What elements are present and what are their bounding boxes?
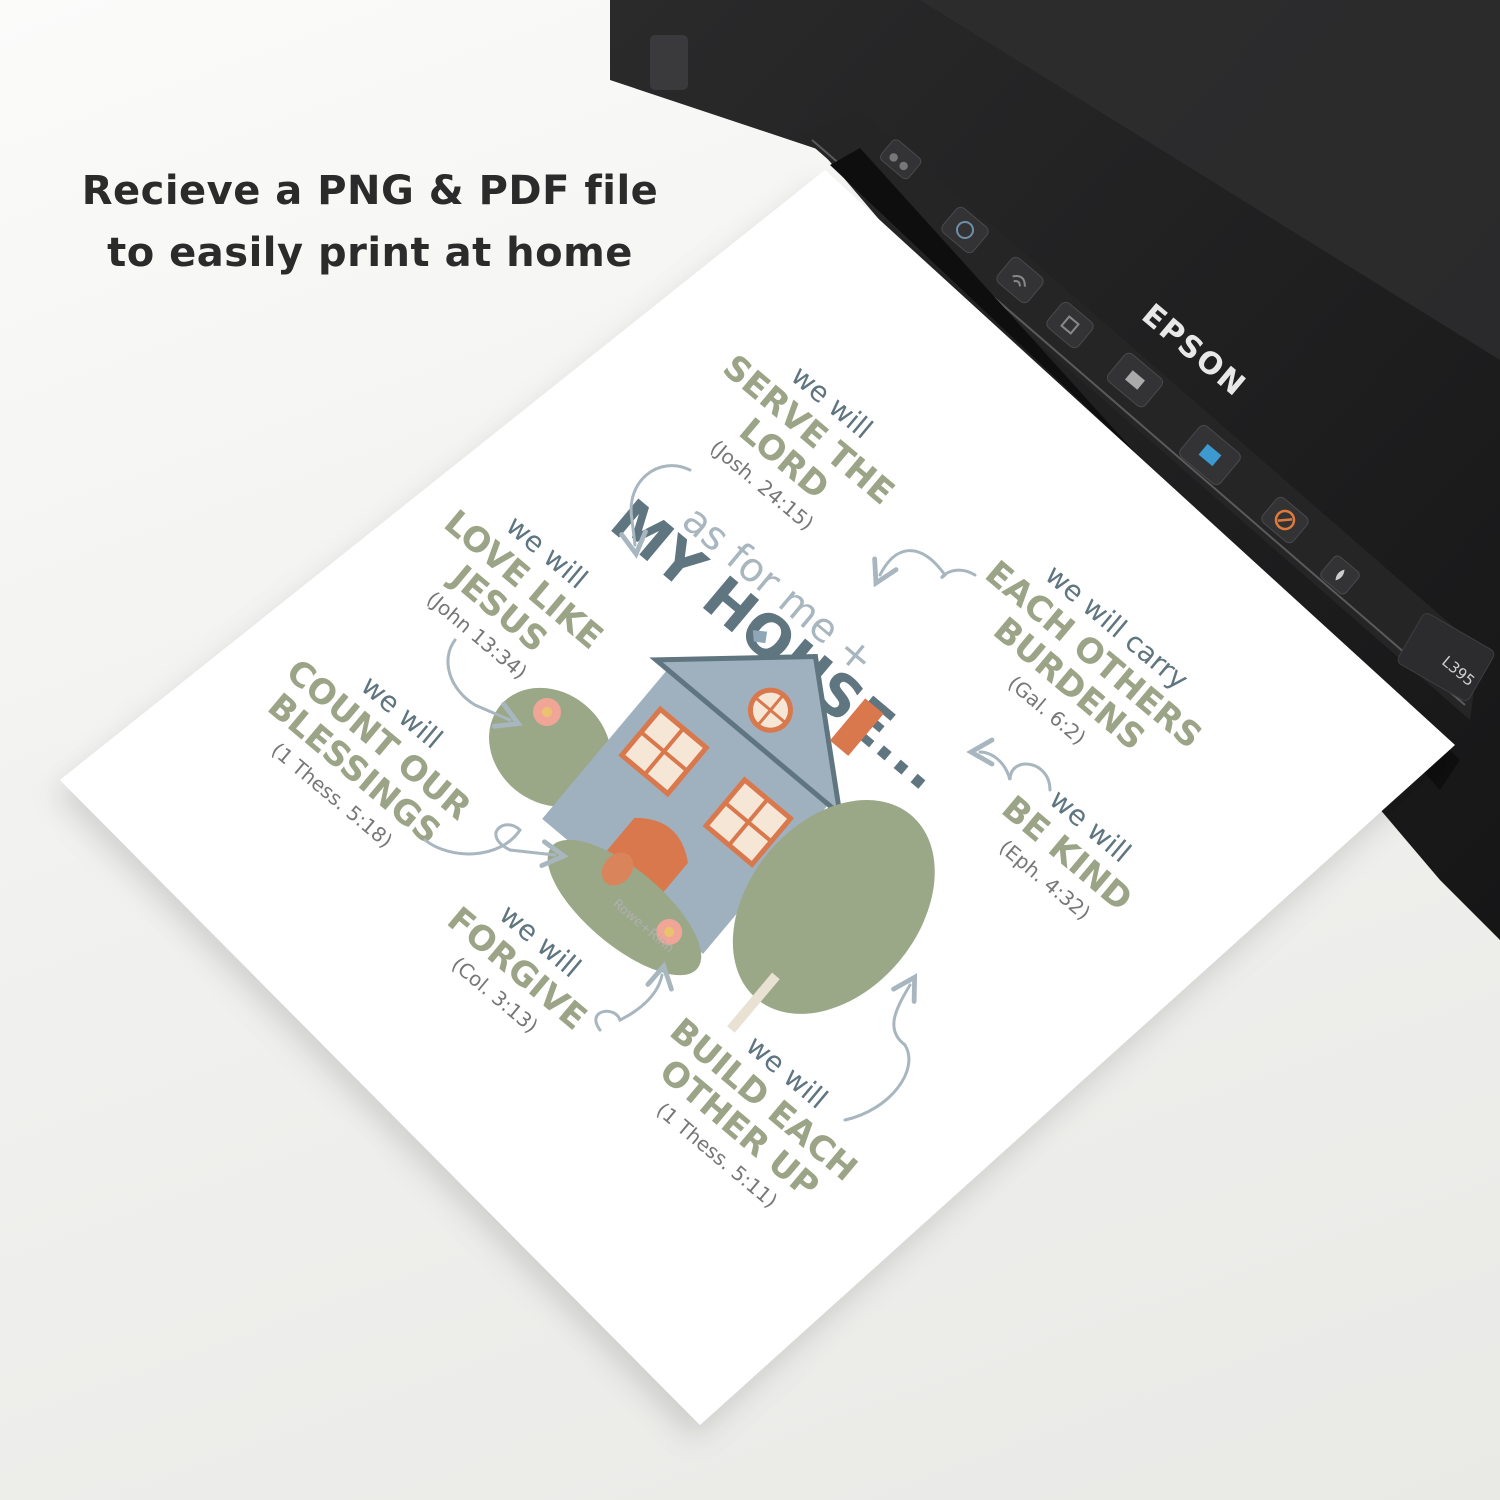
arrow-icon xyxy=(872,549,977,588)
arrow-icon xyxy=(594,961,674,1032)
power-icon xyxy=(941,206,989,254)
arrow-icon xyxy=(423,823,569,869)
copy-icon xyxy=(1106,352,1164,408)
headline-line-2: to easily print at home xyxy=(107,230,633,276)
squirrel-icon xyxy=(601,852,634,886)
tree xyxy=(732,799,935,1014)
wifi-direct-icon xyxy=(1046,301,1094,349)
printer-slot-icon xyxy=(650,35,688,90)
arrow-icon xyxy=(966,737,1052,792)
chimney xyxy=(829,698,884,756)
window-right xyxy=(702,776,795,868)
house-door xyxy=(595,817,688,909)
color-copy-icon xyxy=(1179,424,1241,486)
bird-icon xyxy=(752,630,768,644)
headline-line-1: Recieve a PNG & PDF file xyxy=(81,168,659,214)
window-left xyxy=(618,705,710,798)
house-illustration xyxy=(489,630,935,1033)
arrow-icon xyxy=(446,638,523,729)
headline: Recieve a PNG & PDF file to easily print… xyxy=(60,160,680,284)
printer-buttons: ● ● xyxy=(880,139,1360,595)
house-roof xyxy=(649,654,844,821)
stop-icon xyxy=(1261,496,1309,544)
wifi-icon xyxy=(996,256,1044,304)
arrow-icon xyxy=(843,973,918,1122)
arrows xyxy=(423,464,1052,1122)
ink-icon xyxy=(1320,555,1360,595)
arrow-icon xyxy=(619,464,692,559)
